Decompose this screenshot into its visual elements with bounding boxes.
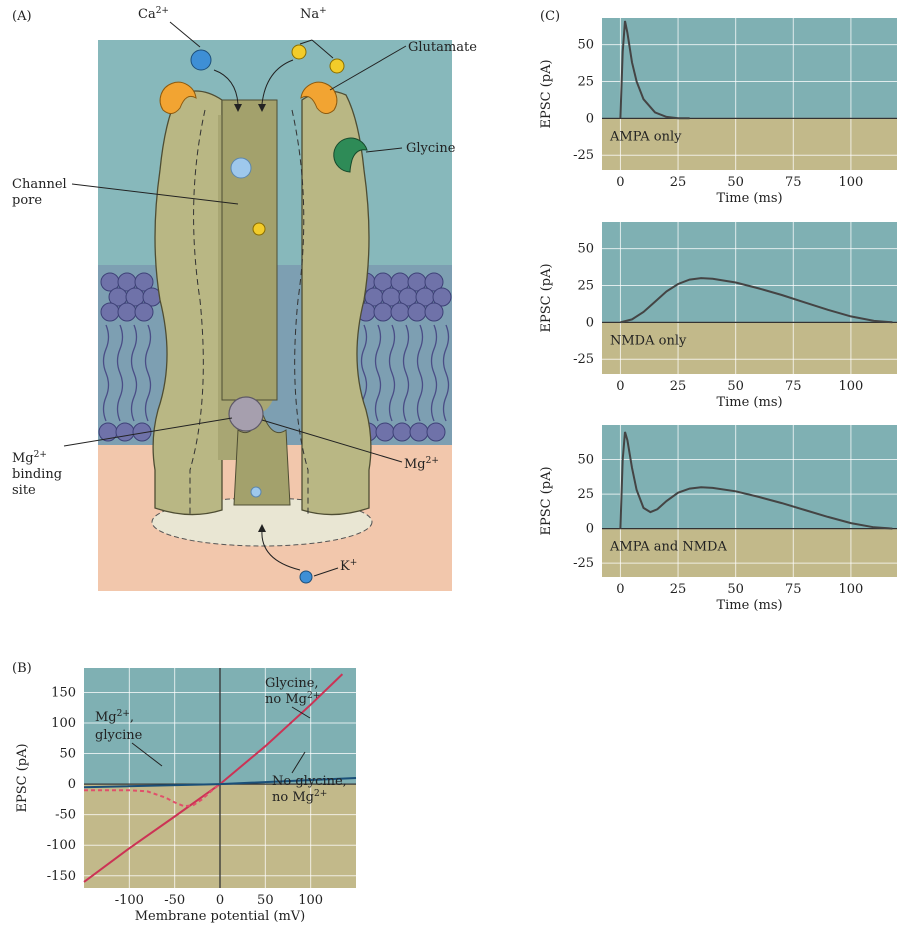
panel-a-label: (A) bbox=[12, 9, 32, 24]
mg-binding-site-label-1: Mg2+ bbox=[12, 450, 47, 466]
y-axis-label: EPSC (pA) bbox=[539, 59, 554, 128]
panel-a: (A) bbox=[12, 6, 477, 591]
positive-region bbox=[602, 222, 897, 322]
condition-label: AMPA only bbox=[609, 129, 682, 144]
potassium-ion-in-pore bbox=[251, 487, 261, 497]
y-axis-label: EPSC (pA) bbox=[539, 466, 554, 535]
x-tick-label: 50 bbox=[727, 379, 744, 394]
calcium-ion-in-pore bbox=[231, 158, 251, 178]
glycine-no-mg-label-1: Glycine, bbox=[265, 676, 319, 691]
panel-b-label: (B) bbox=[12, 661, 32, 676]
y-tick-label: 100 bbox=[51, 716, 76, 731]
potassium-ion bbox=[300, 571, 312, 583]
y-tick-label: 25 bbox=[577, 74, 594, 89]
x-axis-label: Membrane potential (mV) bbox=[135, 909, 306, 924]
y-tick-label: -25 bbox=[573, 352, 594, 367]
x-tick-label: 100 bbox=[838, 175, 863, 190]
sodium-ion bbox=[292, 45, 306, 59]
y-tick-label: 0 bbox=[586, 522, 594, 537]
y-axis-label: EPSC (pA) bbox=[539, 263, 554, 332]
x-tick-label: 100 bbox=[838, 582, 863, 597]
ca-label: Ca2+ bbox=[138, 6, 169, 22]
x-tick-label: -100 bbox=[115, 893, 144, 908]
y-tick-label: 50 bbox=[59, 747, 76, 762]
y-tick-label: -25 bbox=[573, 556, 594, 571]
x-axis-label: Time (ms) bbox=[716, 598, 782, 613]
y-tick-label: 0 bbox=[68, 777, 76, 792]
sodium-ion bbox=[330, 59, 344, 73]
y-tick-label: -150 bbox=[47, 869, 76, 884]
mg-binding-site-label-2: binding bbox=[12, 467, 62, 482]
magnesium-ion bbox=[229, 397, 263, 431]
glutamate-label: Glutamate bbox=[408, 40, 477, 55]
y-tick-label: -25 bbox=[573, 148, 594, 163]
y-tick-label: 50 bbox=[577, 453, 594, 468]
x-tick-label: 25 bbox=[670, 175, 687, 190]
na-label: Na+ bbox=[300, 6, 327, 22]
mg-glycine-label-2: glycine bbox=[95, 728, 143, 743]
y-tick-label: 0 bbox=[586, 111, 594, 126]
x-tick-label: 0 bbox=[216, 893, 224, 908]
y-tick-label: 0 bbox=[586, 315, 594, 330]
x-tick-label: 50 bbox=[727, 175, 744, 190]
calcium-ion bbox=[191, 50, 211, 70]
y-tick-label: 150 bbox=[51, 685, 76, 700]
positive-region bbox=[602, 425, 897, 529]
x-tick-label: 50 bbox=[727, 582, 744, 597]
y-tick-label: 25 bbox=[577, 278, 594, 293]
x-tick-label: 75 bbox=[785, 175, 802, 190]
y-tick-label: 25 bbox=[577, 487, 594, 502]
y-tick-label: -50 bbox=[55, 808, 76, 823]
x-tick-label: 75 bbox=[785, 379, 802, 394]
ampa-only-chart: 0 25 50 75 100 50 25 0 -25Time (ms) EPSC (pA) AMPA… bbox=[539, 18, 897, 206]
no-glycine-label-1: No glycine, bbox=[272, 774, 347, 789]
x-tick-label: 100 bbox=[298, 893, 323, 908]
sodium-ion-in-pore bbox=[253, 223, 265, 235]
condition-label: NMDA only bbox=[610, 333, 687, 348]
x-tick-label: 25 bbox=[670, 379, 687, 394]
y-tick-label: 50 bbox=[577, 242, 594, 257]
glycine-label: Glycine bbox=[406, 141, 456, 156]
y-tick-label: 50 bbox=[577, 38, 594, 53]
mg-binding-site-label-3: site bbox=[12, 483, 36, 498]
y-axis-label: EPSC (pA) bbox=[15, 743, 30, 812]
x-tick-label: 25 bbox=[670, 582, 687, 597]
x-axis-label: Time (ms) bbox=[716, 395, 782, 410]
x-tick-label: 0 bbox=[616, 379, 624, 394]
channel-pore-label-2: pore bbox=[12, 193, 42, 208]
panel-b: (B) -100 -50 0 50 100 150 100 50 0 -50 -100 -150Mem… bbox=[12, 661, 356, 924]
channel-pore-label-1: Channel bbox=[12, 177, 67, 192]
x-tick-label: -50 bbox=[164, 893, 185, 908]
x-tick-label: 50 bbox=[257, 893, 274, 908]
x-tick-label: 75 bbox=[785, 582, 802, 597]
x-tick-label: 0 bbox=[616, 582, 624, 597]
condition-label: AMPA and NMDA bbox=[609, 540, 727, 555]
x-tick-label: 0 bbox=[616, 175, 624, 190]
panel-c-label: (C) bbox=[540, 9, 560, 24]
x-axis-label: Time (ms) bbox=[716, 191, 782, 206]
x-tick-label: 100 bbox=[838, 379, 863, 394]
y-tick-label: -100 bbox=[47, 838, 76, 853]
